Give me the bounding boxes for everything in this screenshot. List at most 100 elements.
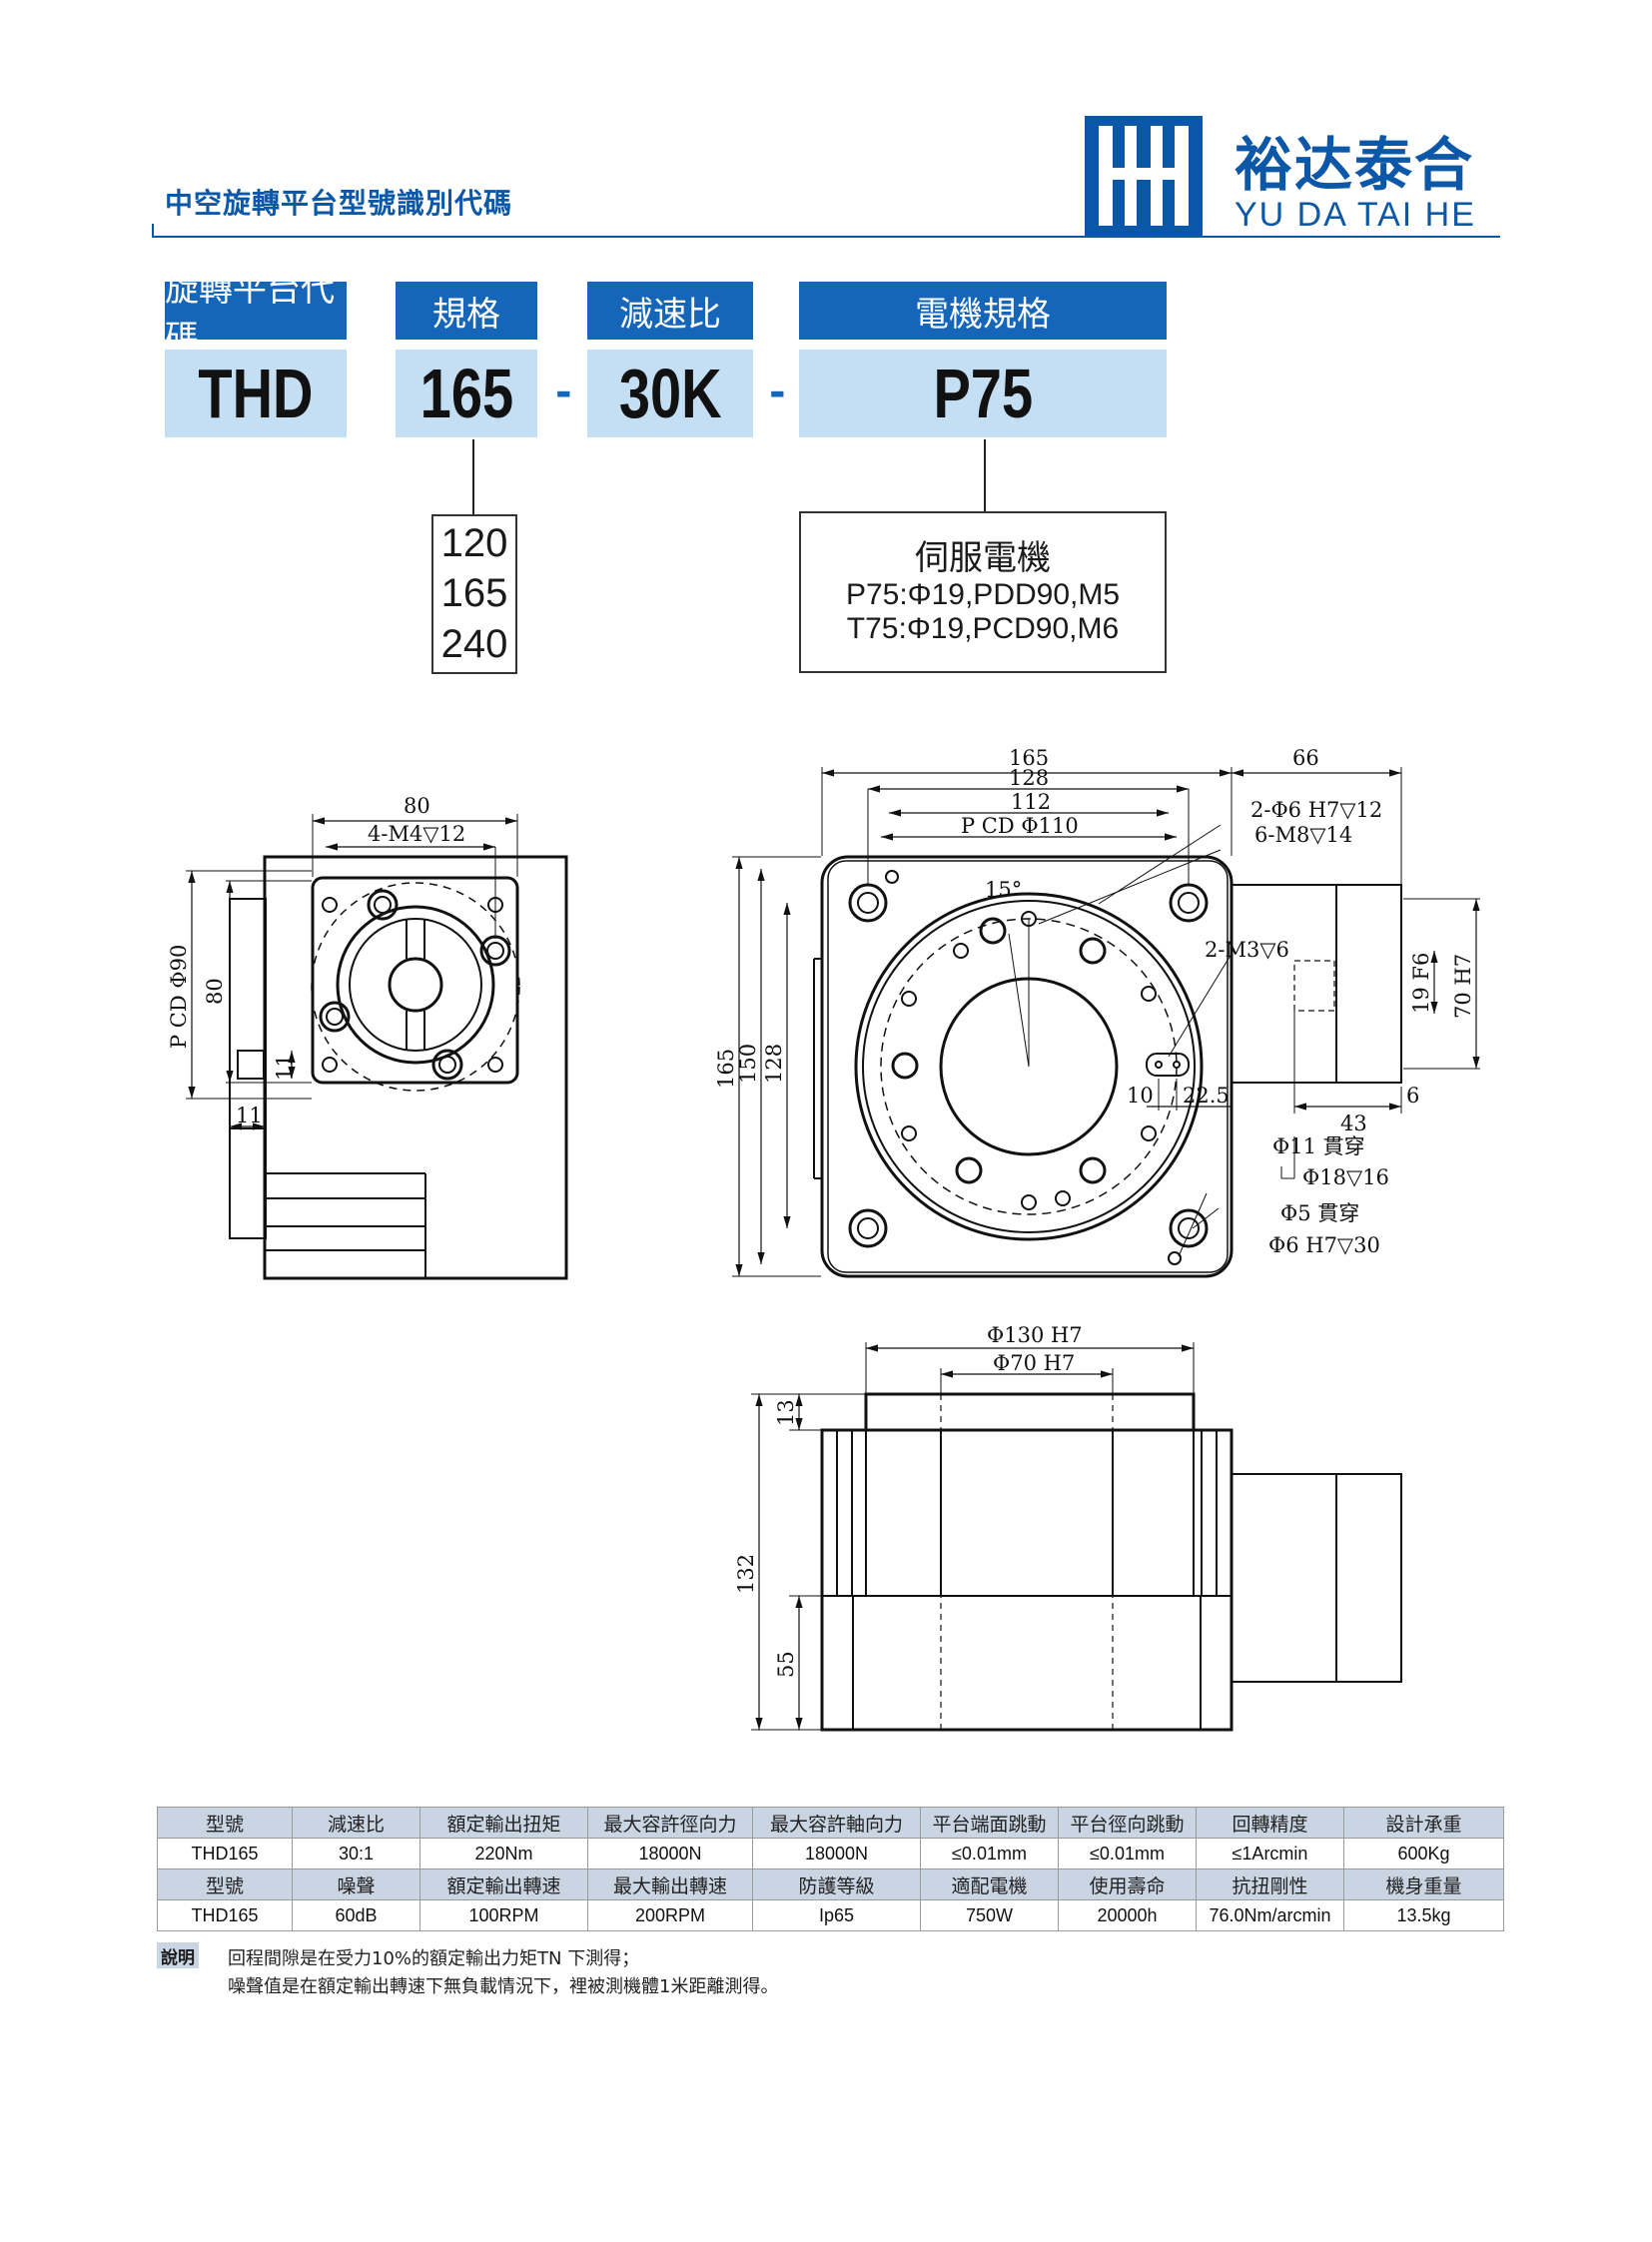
brand-logo-icon <box>1085 116 1203 236</box>
side-view <box>186 814 568 1280</box>
dim-label: 2-M3▽6 <box>1205 938 1289 962</box>
dim-label: 55 <box>774 1651 798 1678</box>
spec-value-row-1: THD165 30:1 220Nm 18000N 18000N ≤0.01mm … <box>157 1838 1504 1869</box>
spec-header-cell: 型號 <box>157 1807 293 1839</box>
notes-line-1: 回程間隙是在受力10%的額定輸出力矩TN 下測得； <box>228 1948 640 1969</box>
spec-header-cell: 機身重量 <box>1343 1868 1504 1900</box>
dim-label: 4-M4▽12 <box>368 822 465 846</box>
dim-label: 10 <box>1127 1084 1154 1108</box>
dim-label: 80 <box>404 794 430 818</box>
code-separator-2: - <box>769 370 786 415</box>
spec-header-cell: 使用壽命 <box>1058 1868 1197 1900</box>
title-tick <box>152 224 154 238</box>
dim-label: 128 <box>762 1044 786 1084</box>
spec-value-cell: 220Nm <box>419 1838 588 1869</box>
dim-label: 22.5 <box>1183 1084 1230 1108</box>
dim-label: Φ18▽16 <box>1302 1165 1389 1189</box>
dim-label: 11 <box>273 1054 297 1081</box>
spec-header-row-1: 型號 減速比 額定輸出扭矩 最大容許徑向力 最大容許軸向力 平台端面跳動 平台徑… <box>157 1807 1504 1839</box>
spec-value-row-2: THD165 60dB 100RPM 200RPM Ip65 750W 2000… <box>157 1899 1504 1931</box>
size-options-box: 120 165 240 <box>431 514 517 674</box>
brand-name-en: YU DA TAI HE <box>1235 196 1476 234</box>
spec-header-cell: 平台徑向跳動 <box>1058 1807 1197 1839</box>
size-option: 240 <box>440 622 508 667</box>
spec-header-cell: 平台端面跳動 <box>920 1807 1059 1839</box>
spec-header-row-2: 型號 噪聲 額定輸出轉速 最大輸出轉速 防護等級 適配電機 使用壽命 抗扭剛性 … <box>157 1868 1504 1900</box>
spec-value-cell: ≤0.01mm <box>1058 1838 1197 1869</box>
spec-value-cell: 18000N <box>587 1838 753 1869</box>
dim-label: 128 <box>1009 766 1049 790</box>
dim-label: 132 <box>734 1554 758 1594</box>
spec-value-cell: ≤1Arcmin <box>1196 1838 1344 1869</box>
dim-label: Φ6 H7▽30 <box>1268 1233 1380 1257</box>
size-option: 120 <box>440 520 508 565</box>
spec-header-cell: 最大容許徑向力 <box>587 1807 753 1839</box>
spec-value-cell: 13.5kg <box>1343 1899 1504 1931</box>
dim-label: 165 <box>1009 746 1049 770</box>
notes-line-2: 噪聲值是在額定輸出轉速下無負載情況下，裡被測機體1米距離測得。 <box>228 1976 779 1997</box>
code-label-motor: 電機規格 <box>799 282 1167 340</box>
notes-label: 說明 <box>157 1942 199 1968</box>
code-label-size: 規格 <box>396 282 537 340</box>
spec-table: 型號 減速比 額定輸出扭矩 最大容許徑向力 最大容許軸向力 平台端面跳動 平台徑… <box>157 1807 1504 1931</box>
motor-connector <box>984 439 986 511</box>
spec-value-cell: THD165 <box>157 1899 293 1931</box>
dim-label: 6-M8▽14 <box>1254 823 1352 847</box>
spec-value-cell: 20000h <box>1058 1899 1197 1931</box>
motor-option: T75:Φ19,PCD90,M6 <box>846 612 1120 645</box>
spec-header-cell: 回轉精度 <box>1196 1807 1344 1839</box>
motor-title: 伺服電機 <box>915 539 1051 577</box>
dim-label: 2-Φ6 H7▽12 <box>1250 798 1382 822</box>
dim-label: 112 <box>1011 790 1051 814</box>
dim-label: P CD Φ110 <box>961 814 1079 838</box>
dim-label: 80 <box>203 978 227 1005</box>
code-value-ratio: 30K <box>587 350 753 437</box>
spec-header-cell: 減速比 <box>292 1807 420 1839</box>
spec-header-cell: 額定輸出轉速 <box>419 1868 588 1900</box>
code-separator-1: - <box>555 370 572 415</box>
dim-label: 6 <box>1406 1084 1419 1108</box>
code-value-motor: P75 <box>799 350 1167 437</box>
dim-label: 19 F6 <box>1409 953 1433 1014</box>
spec-value-cell: 60dB <box>292 1899 420 1931</box>
spec-header-cell: 防護等級 <box>752 1868 921 1900</box>
spec-value-cell: Ip65 <box>752 1899 921 1931</box>
technical-drawings: 80 4-M4▽12 P CD Φ90 80 11 11 165 66 128 … <box>167 746 1480 1732</box>
code-label-ratio: 減速比 <box>587 282 753 340</box>
spec-header-cell: 最大容許軸向力 <box>752 1807 921 1839</box>
page-title: 中空旋轉平台型號識別代碼 <box>165 187 513 220</box>
size-option: 165 <box>440 571 508 616</box>
front-view <box>751 1342 1402 1732</box>
spec-value-cell: 18000N <box>752 1838 921 1869</box>
spec-header-cell: 噪聲 <box>292 1868 420 1900</box>
spec-header-cell: 型號 <box>157 1868 293 1900</box>
dim-label: Φ5 貫穿 <box>1280 1201 1359 1225</box>
spec-header-cell: 設計承重 <box>1343 1807 1504 1839</box>
dim-label: 165 <box>714 1049 738 1089</box>
dim-label: 66 <box>1292 746 1319 770</box>
code-value-size: 165 <box>396 350 537 437</box>
spec-header-cell: 最大輸出轉速 <box>587 1868 753 1900</box>
motor-option: P75:Φ19,PDD90,M5 <box>845 578 1121 611</box>
spec-value-cell: ≤0.01mm <box>920 1838 1059 1869</box>
spec-header-cell: 額定輸出扭矩 <box>419 1807 588 1839</box>
dim-label: 15° <box>985 878 1022 902</box>
dim-label: P CD Φ90 <box>167 945 191 1049</box>
dim-label: 13 <box>774 1399 798 1426</box>
code-value-platform: THD <box>165 350 347 437</box>
spec-value-cell: THD165 <box>157 1838 293 1869</box>
top-view <box>732 767 1480 1278</box>
dim-label: Φ11 貫穿 <box>1272 1134 1365 1158</box>
dim-label: Φ70 H7 <box>993 1351 1075 1375</box>
spec-value-cell: 750W <box>920 1899 1059 1931</box>
dim-label: 11 <box>236 1104 263 1127</box>
dim-label: Φ130 H7 <box>987 1323 1083 1347</box>
spec-value-cell: 30:1 <box>292 1838 420 1869</box>
size-connector <box>472 439 474 514</box>
spec-value-cell: 76.0Nm/arcmin <box>1196 1899 1344 1931</box>
dim-label: 150 <box>736 1044 760 1084</box>
spec-value-cell: 200RPM <box>587 1899 753 1931</box>
motor-options-box: 伺服電機 P75:Φ19,PDD90,M5 T75:Φ19,PCD90,M6 <box>799 511 1167 673</box>
dim-label: 70 H7 <box>1451 954 1475 1019</box>
dim-label: 43 <box>1340 1112 1367 1135</box>
